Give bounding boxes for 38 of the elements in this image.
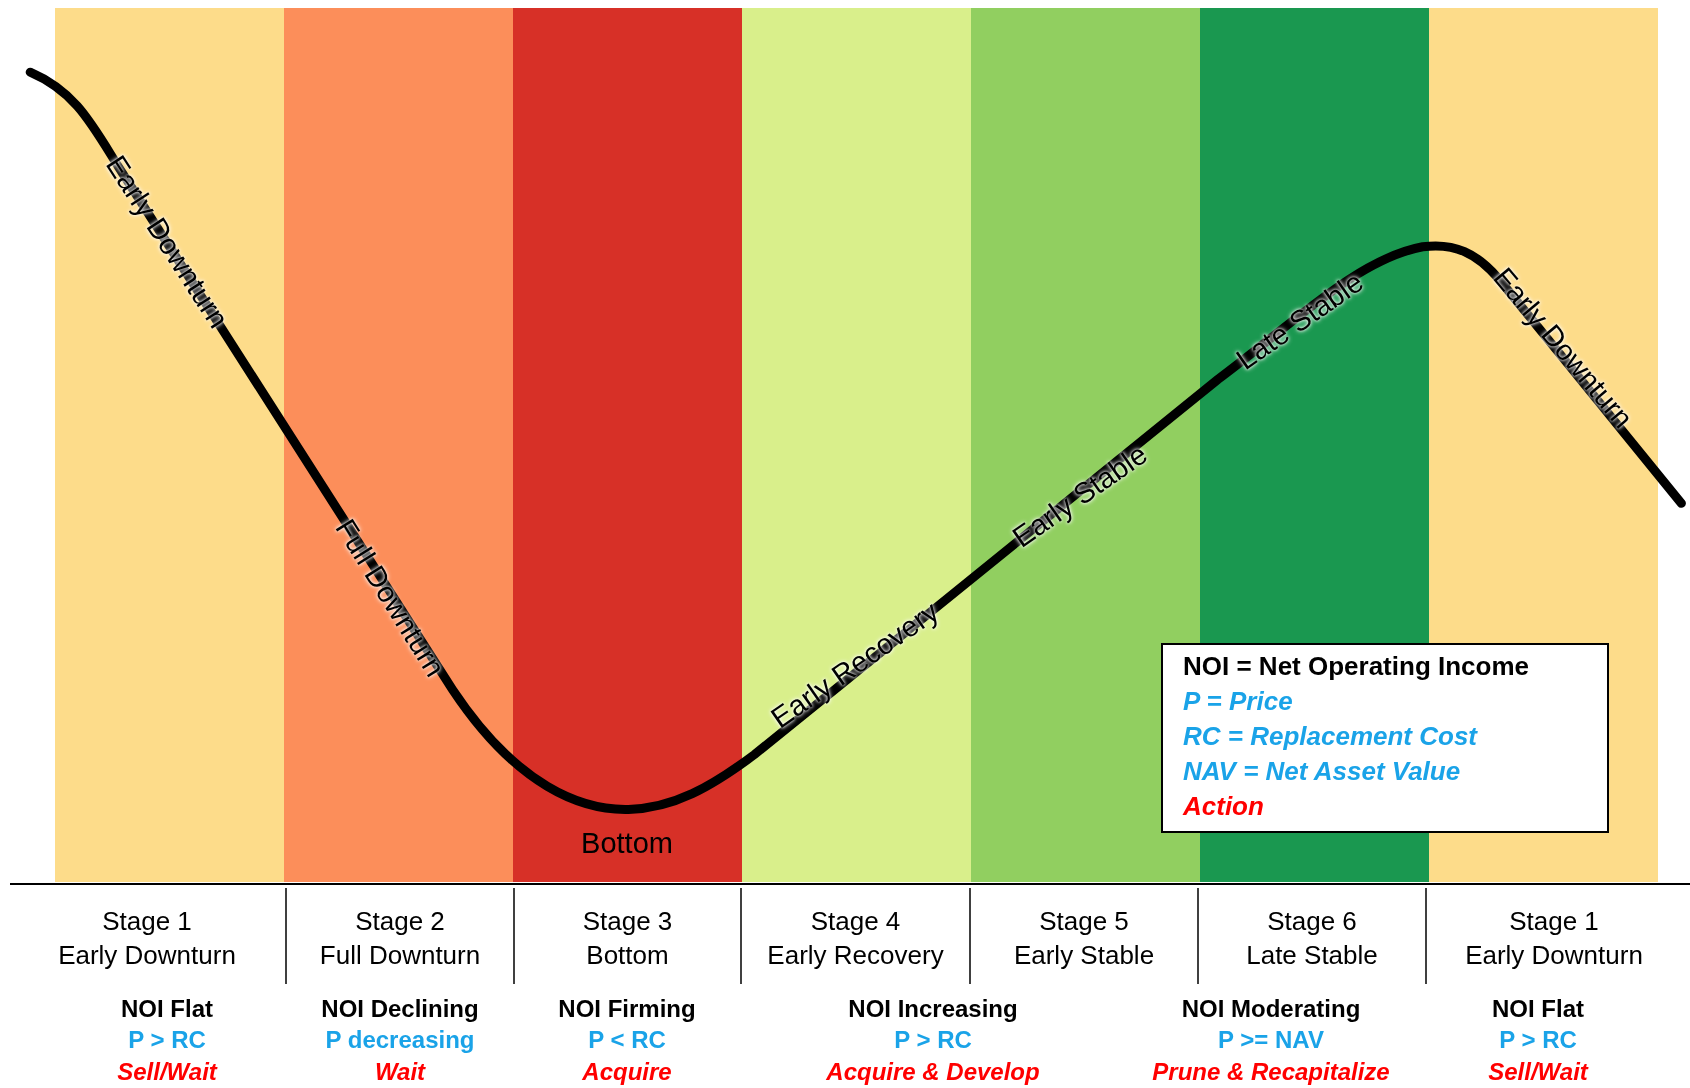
stage-text: Late Stable <box>1246 939 1378 972</box>
price-text: P >= NAV <box>1218 1026 1324 1054</box>
price-text: P > RC <box>128 1026 206 1054</box>
stage-text: Stage 1 <box>102 905 192 938</box>
stage-text: Stage 6 <box>1267 905 1357 938</box>
summary-text: NOI Moderating <box>1181 995 1361 1023</box>
action-text: Sell/Wait <box>1488 1058 1588 1086</box>
stage-text: Stage 3 <box>582 905 673 938</box>
key-text: P = Price <box>1183 685 1294 718</box>
action-text: Prune & Recapitalize <box>1152 1058 1390 1086</box>
stage-text: Early Recovery <box>767 939 944 972</box>
stage-text: Full Downturn <box>319 939 481 972</box>
stage-text: Early Downturn <box>58 939 236 972</box>
price-text: P > RC <box>1499 1026 1577 1054</box>
price-text: P < RC <box>588 1026 666 1054</box>
key-text: RC = Replacement Cost <box>1183 720 1479 753</box>
stage-text: Stage 4 <box>810 905 901 938</box>
action-text: Sell/Wait <box>117 1058 217 1086</box>
summary-text: NOI Firming <box>558 995 696 1023</box>
stage-text: Early Downturn <box>1465 939 1643 972</box>
key-text: NOI = Net Operating Income <box>1183 650 1530 683</box>
action-text: Acquire & Develop <box>826 1058 1040 1086</box>
price-text: P decreasing <box>325 1026 475 1054</box>
stage-text: Early Stable <box>1013 939 1155 972</box>
price-text: P > RC <box>894 1026 972 1054</box>
key-text: Action <box>1183 790 1265 823</box>
action-text: Acquire <box>582 1058 672 1086</box>
summary-text: NOI Increasing <box>848 995 1018 1023</box>
key-text: NAV = Net Asset Value <box>1183 755 1462 788</box>
action-text: Wait <box>374 1058 426 1086</box>
stage-text: Stage 2 <box>355 905 445 938</box>
summary-text: NOI Flat <box>1492 995 1584 1023</box>
summary-text: NOI Flat <box>121 995 213 1023</box>
bottom-label: Bottom <box>581 826 673 860</box>
summary-text: NOI Declining <box>321 995 479 1023</box>
stage-text: Stage 5 <box>1039 905 1129 938</box>
stage-text: Stage 1 <box>1509 905 1599 938</box>
stage-text: Bottom <box>586 939 669 972</box>
